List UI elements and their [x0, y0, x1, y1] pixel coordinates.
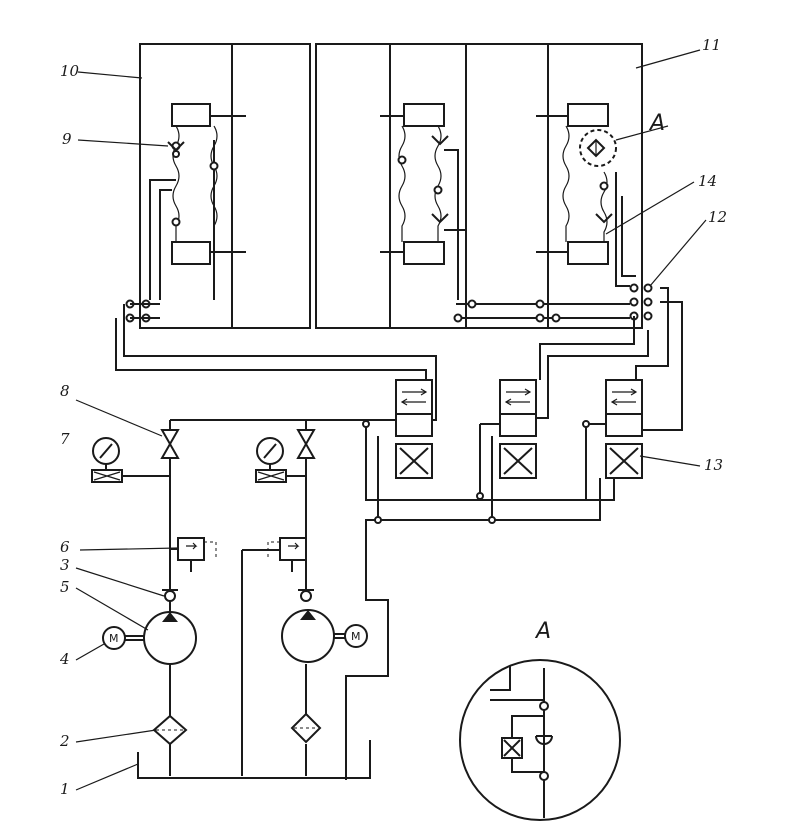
directional-valve-13: [605, 379, 643, 479]
cylinder-left-top: [171, 103, 246, 127]
callout-1: 1: [60, 780, 70, 798]
motor-symbol-right: M: [351, 630, 361, 643]
relief-valve-right: [267, 537, 307, 572]
hose-lines-middle: [397, 125, 467, 300]
pressure-gauge-right: [255, 437, 306, 483]
check-valve-8: [160, 429, 180, 459]
cylinder-mid-bottom: [380, 241, 445, 265]
relief-valve-6: [170, 537, 217, 572]
motor-right: M: [334, 624, 368, 648]
callout-7: 7: [60, 430, 70, 448]
callout-14: 14: [698, 172, 717, 190]
hose-lines-right: [562, 125, 636, 287]
pressure-gauge-7: [91, 437, 170, 483]
callout-8: 8: [60, 382, 70, 400]
detail-view-A: [459, 659, 621, 821]
callout-10: 10: [60, 62, 80, 80]
tank-1: [137, 740, 371, 779]
terminal-block-middle: [453, 299, 630, 323]
callout-9: 9: [62, 130, 72, 148]
pipework: [115, 287, 683, 780]
detail-circle-A-marker: [579, 129, 617, 167]
callout-4: 4: [59, 650, 70, 668]
pump-right: [281, 609, 335, 663]
callout-11: 11: [702, 36, 721, 54]
filter-right: [290, 712, 322, 744]
callout-5: 5: [60, 578, 70, 596]
directional-valve-2: [499, 379, 537, 479]
pump-5: [143, 611, 197, 665]
callout-12: 12: [708, 208, 727, 226]
hose-lines-left: [149, 125, 219, 300]
cylinder-right-bottom: [536, 241, 609, 265]
directional-valve-1: [395, 379, 433, 479]
cylinder-right-top: [536, 103, 609, 127]
check-valve-right: [296, 429, 316, 459]
callout-A: A: [648, 111, 665, 136]
cylinder-mid-top: [380, 103, 445, 127]
motor-symbol-left: M: [109, 632, 119, 645]
check-valve-3: [162, 589, 178, 602]
filter-2: [152, 714, 188, 758]
terminal-block-left: [125, 299, 160, 323]
callout-2: 2: [59, 732, 70, 750]
leader-lines: [75, 49, 707, 791]
detail-view-title: A: [534, 619, 551, 644]
callout-6: 6: [60, 538, 70, 556]
check-valve-9: [167, 141, 185, 158]
cylinder-left-bottom: [171, 241, 246, 265]
callout-13: 13: [704, 456, 723, 474]
machine-frame-left: [139, 43, 311, 329]
check-valve-right-pump: [298, 589, 314, 602]
machine-frame-right: [315, 43, 643, 329]
callout-3: 3: [60, 556, 70, 574]
motor-4: M: [102, 626, 144, 650]
